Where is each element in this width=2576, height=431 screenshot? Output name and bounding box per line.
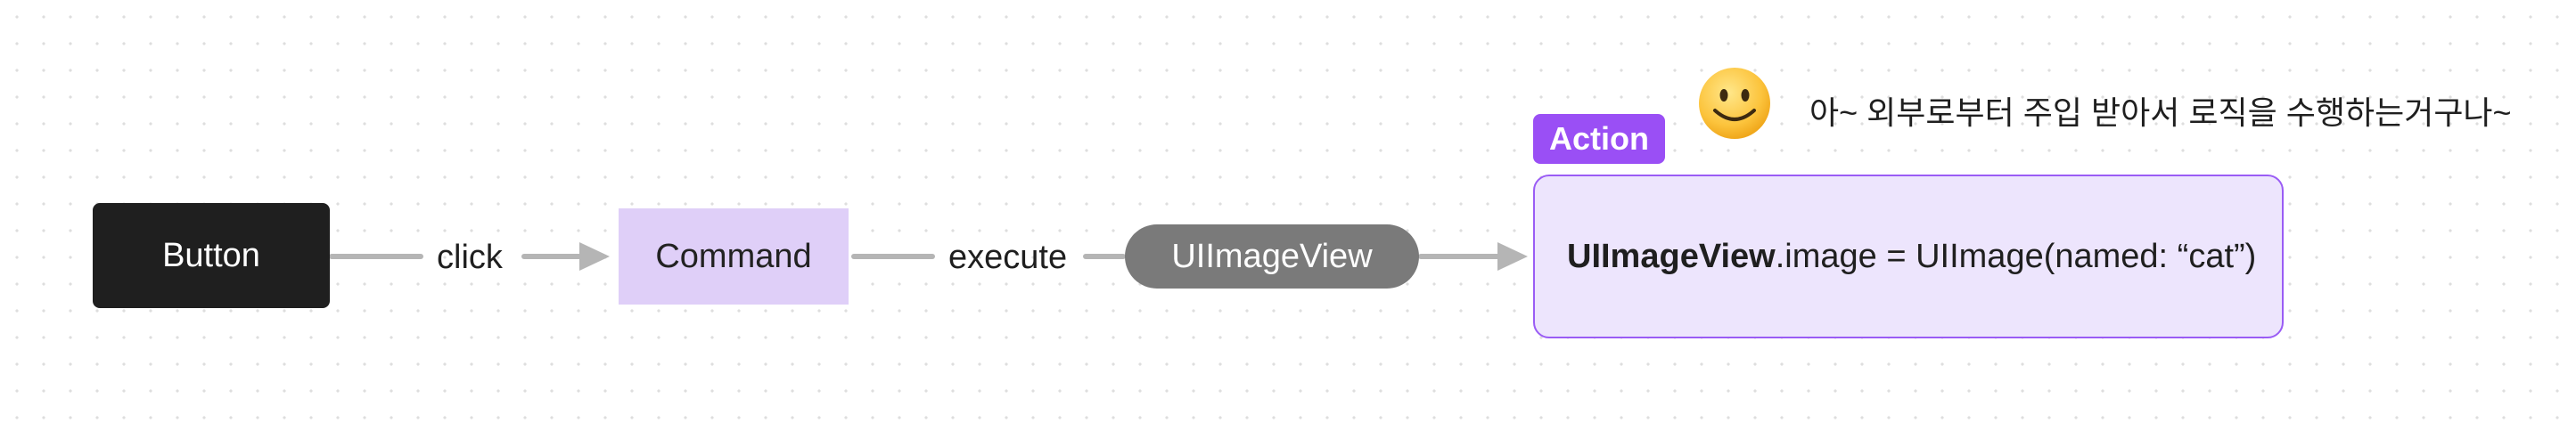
- button-node-label: Button: [162, 236, 260, 274]
- button-node[interactable]: Button: [93, 203, 330, 308]
- action-code-box[interactable]: UIImageView.image = UIImage(named: “cat”…: [1533, 175, 2284, 338]
- command-node-label: Command: [655, 237, 812, 275]
- uiimageview-node[interactable]: UIImageView: [1125, 224, 1419, 289]
- action-tag-label: Action: [1549, 120, 1649, 157]
- command-node[interactable]: Command: [619, 208, 849, 305]
- edge-label-execute: execute: [948, 239, 1068, 276]
- action-code-receiver: UIImageView: [1567, 237, 1776, 275]
- comment-text: 아~ 외부로부터 주입 받아서 로직을 수행하는거구나~: [1809, 94, 2512, 131]
- arrowhead-action: [1497, 242, 1528, 271]
- action-tag: Action: [1533, 114, 1665, 164]
- uiimageview-node-label: UIImageView: [1171, 237, 1373, 275]
- action-code-statement: .image = UIImage(named: “cat”): [1775, 237, 2257, 275]
- arrowhead-command: [579, 242, 610, 271]
- smiley-face-icon: [1699, 68, 1770, 139]
- edge-label-click: click: [437, 239, 503, 276]
